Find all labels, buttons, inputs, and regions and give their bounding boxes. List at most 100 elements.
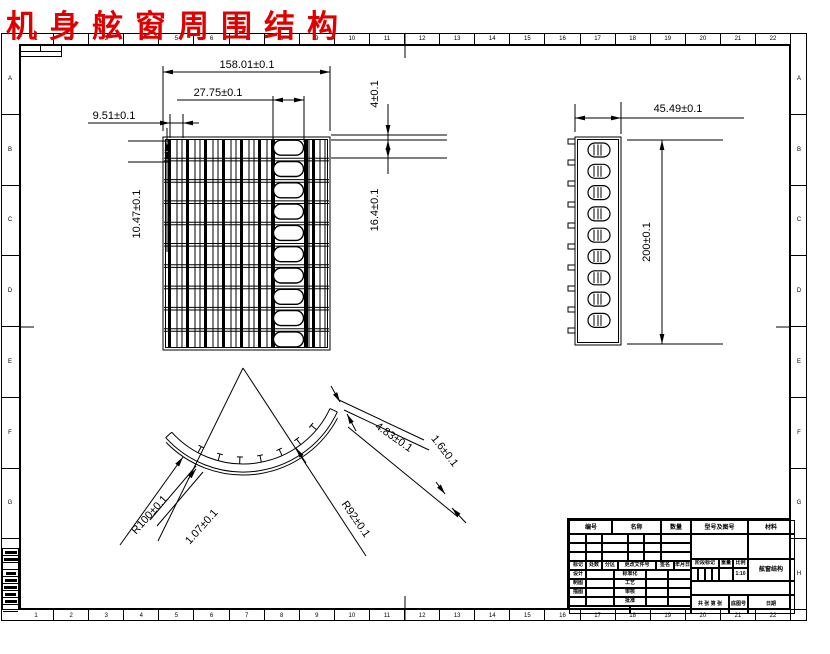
- title-block-label: 重量: [718, 558, 734, 569]
- title-block-cell: [690, 580, 795, 596]
- title-block-cell: [601, 542, 629, 553]
- zone-label-top: 19: [651, 33, 686, 44]
- title-block-cell: [585, 551, 603, 562]
- title-block-label: 1:10: [732, 567, 749, 582]
- zone-label-top: 2: [54, 33, 90, 44]
- zone-label-top: 15: [510, 33, 546, 44]
- title-block-cell: [643, 533, 662, 544]
- title-block-cell: [660, 551, 692, 562]
- zone-label-bottom: 6: [194, 610, 230, 621]
- title-block-label: 标准化: [613, 569, 647, 580]
- zone-label-bottom: 18: [616, 610, 651, 621]
- zone-label-top: 20: [686, 33, 721, 44]
- title-block-cell: [645, 569, 669, 580]
- title-block-cell: [667, 587, 692, 598]
- zone-label-right: C: [791, 186, 807, 257]
- title-block-cell: [718, 567, 734, 582]
- mini-table-row: [3, 556, 18, 563]
- title-block-cell: [601, 551, 629, 562]
- title-block: 编号名称数量型号及图号材料标记处数分区更改文件号签名年月日设计标准化制图工艺描图…: [567, 518, 795, 614]
- zone-label-bottom: 21: [721, 610, 756, 621]
- title-block-cell: [645, 596, 669, 607]
- title-block-label: 材料: [747, 520, 795, 535]
- zone-label-right: G: [791, 469, 807, 540]
- drawing-title: 机身舷窗周围结构: [6, 9, 350, 45]
- zone-label-bottom: 11: [370, 610, 406, 621]
- title-block-cell: [711, 567, 720, 582]
- zone-label-bottom: 14: [475, 610, 511, 621]
- zone-label-top: 22: [756, 33, 792, 44]
- zone-label-top: 8: [265, 33, 300, 44]
- title-block-label: 舷窗结构: [747, 558, 795, 582]
- zone-label-bottom: 17: [581, 610, 616, 621]
- zone-label-right: F: [791, 398, 807, 469]
- title-block-label: 制图: [569, 578, 587, 589]
- title-block-label: 年月日: [673, 560, 692, 571]
- revision-mini-table: [2, 548, 19, 612]
- title-block-label: 名称: [611, 520, 662, 535]
- zone-label-bottom: 5: [159, 610, 195, 621]
- zone-label-left: A: [1, 44, 19, 115]
- title-block-label: 编号: [569, 520, 613, 535]
- title-block-cell: [601, 533, 629, 544]
- title-block-cell: [585, 578, 615, 589]
- zone-label-bottom: 2: [54, 610, 90, 621]
- title-block-cell: [629, 605, 692, 614]
- zone-label-top: 9: [300, 33, 335, 44]
- title-block-label: 描图: [569, 587, 587, 598]
- zone-label-right: E: [791, 327, 807, 398]
- zone-label-top: 3: [89, 33, 125, 44]
- title-block-label: 比例: [732, 558, 749, 569]
- zone-label-top: 12: [405, 33, 441, 44]
- title-block-cell: [569, 542, 587, 553]
- zone-label-bottom: 10: [335, 610, 370, 621]
- zone-label-bottom: 7: [230, 610, 265, 621]
- zone-label-top: 10: [335, 33, 370, 44]
- zone-label-left: F: [1, 398, 19, 469]
- zone-label-left: G: [1, 469, 19, 540]
- title-block-cell: [690, 567, 699, 582]
- title-block-label: 标记: [569, 560, 587, 571]
- title-block-label: 分区: [601, 560, 619, 571]
- title-block-label: 底图号: [728, 594, 749, 614]
- title-block-cell: [585, 542, 603, 553]
- zone-label-bottom: 3: [89, 610, 125, 621]
- zone-label-top: 6: [194, 33, 230, 44]
- title-block-cell: [643, 542, 662, 553]
- zone-label-top: 17: [581, 33, 616, 44]
- title-block-cell: [585, 569, 615, 580]
- corner-box-cell: [20, 45, 41, 52]
- mini-table-row: [3, 591, 18, 598]
- title-block-cell: [645, 587, 669, 598]
- title-block-cell: [660, 533, 692, 544]
- mini-table-row: [3, 605, 18, 612]
- zone-label-left: C: [1, 186, 19, 257]
- title-block-label: 签名: [655, 560, 675, 571]
- sheet-outer-frame: [1, 33, 807, 621]
- title-block-cell: [645, 578, 669, 589]
- zone-label-top: 1: [19, 33, 55, 44]
- zone-label-left: B: [1, 115, 19, 186]
- zone-label-left: D: [1, 256, 19, 327]
- title-block-cell: [585, 587, 615, 598]
- zone-label-bottom: 16: [545, 610, 581, 621]
- zone-label-top: 18: [616, 33, 651, 44]
- title-block-cell: [627, 551, 645, 562]
- zone-label-top: 11: [370, 33, 406, 44]
- zone-label-bottom: 1: [19, 610, 55, 621]
- title-block-cell: [569, 605, 631, 614]
- mini-table-row: [3, 598, 18, 605]
- zone-label-top: 7: [230, 33, 265, 44]
- title-block-cell: [690, 533, 749, 560]
- title-block-cell: [569, 551, 587, 562]
- title-block-label: 审核: [613, 587, 647, 598]
- zone-label-bottom: 8: [265, 610, 300, 621]
- zone-label-bottom: 19: [651, 610, 686, 621]
- title-block-label: 日期: [747, 594, 795, 614]
- title-block-cell: [585, 596, 615, 607]
- title-block-cell: [747, 533, 795, 560]
